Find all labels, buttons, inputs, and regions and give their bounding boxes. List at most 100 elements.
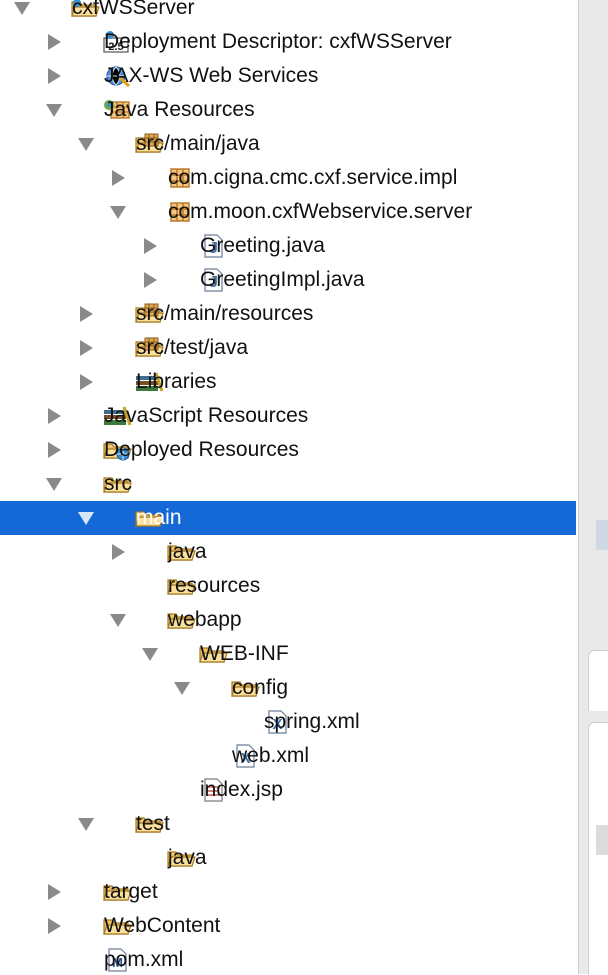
tree-row[interactable]: src xyxy=(0,467,576,501)
expand-arrow-icon[interactable] xyxy=(46,884,62,900)
folder-icon xyxy=(102,880,132,904)
java-resources-icon xyxy=(102,98,132,122)
tree-row[interactable]: com.cigna.cmc.cxf.service.impl xyxy=(0,161,576,195)
folder-open-icon xyxy=(166,846,196,870)
tree-row[interactable]: com.moon.cxfWebservice.server xyxy=(0,195,576,229)
deployment-descriptor-icon: 2.5 xyxy=(102,30,132,54)
tree-row-label: Libraries xyxy=(136,370,217,393)
collapse-arrow-icon[interactable] xyxy=(174,680,190,696)
expand-arrow-icon[interactable] xyxy=(142,272,158,288)
expand-arrow-icon[interactable] xyxy=(110,544,126,560)
tree-row[interactable]: main xyxy=(0,501,576,535)
expand-arrow-icon[interactable] xyxy=(78,306,94,322)
tree-row-label: target xyxy=(104,880,158,903)
tree-row-label: cxfWSServer xyxy=(72,0,195,19)
collapse-arrow-icon[interactable] xyxy=(14,0,30,16)
collapse-arrow-icon[interactable] xyxy=(78,816,94,832)
libraries-icon xyxy=(134,370,164,394)
jsp-file-icon xyxy=(198,778,228,802)
tree-row[interactable]: Java Resources xyxy=(0,93,576,127)
javascript-resources-icon xyxy=(102,404,132,428)
tree-row-label: src/main/resources xyxy=(136,302,314,325)
svg-text:X: X xyxy=(272,716,282,733)
tree-row[interactable]: WEB-INF xyxy=(0,637,576,671)
source-folder-icon xyxy=(134,302,164,326)
tree-row[interactable]: config xyxy=(0,671,576,705)
svg-text:J: J xyxy=(209,274,218,291)
tree-row[interactable]: java xyxy=(0,535,576,569)
tree-row[interactable]: index.jsp xyxy=(0,773,576,807)
tree-row[interactable]: Deployed Resources xyxy=(0,433,576,467)
svg-text:M: M xyxy=(112,955,123,970)
maven-pom-icon: M xyxy=(102,948,132,972)
svg-text:X: X xyxy=(240,750,250,767)
tree-row[interactable]: webapp xyxy=(0,603,576,637)
tree-row-label: main xyxy=(136,506,182,529)
package-icon xyxy=(166,200,196,224)
right-panel-strip xyxy=(596,520,608,550)
expand-arrow-icon[interactable] xyxy=(78,374,94,390)
expand-arrow-icon[interactable] xyxy=(46,34,62,50)
collapse-arrow-icon[interactable] xyxy=(46,476,62,492)
project-icon xyxy=(70,0,100,20)
tree-row-label: resources xyxy=(168,574,261,597)
collapse-arrow-icon[interactable] xyxy=(78,136,94,152)
right-panel-box xyxy=(588,650,608,711)
tree-row-label: Deployment Descriptor: cxfWSServer xyxy=(104,30,452,53)
folder-icon xyxy=(102,914,132,938)
tree-row[interactable]: JAX-WS Web Services xyxy=(0,59,576,93)
tree-row[interactable]: resources xyxy=(0,569,576,603)
collapse-arrow-icon[interactable] xyxy=(110,204,126,220)
tree-row-label: JavaScript Resources xyxy=(104,404,309,427)
tree-row-label: src/test/java xyxy=(136,336,249,359)
tree-row-label: com.cigna.cmc.cxf.service.impl xyxy=(168,166,458,189)
collapse-arrow-icon[interactable] xyxy=(78,510,94,526)
tree-row[interactable]: Libraries xyxy=(0,365,576,399)
folder-open-icon xyxy=(166,608,196,632)
tree-row[interactable]: java xyxy=(0,841,576,875)
expand-arrow-icon[interactable] xyxy=(110,170,126,186)
source-folder-icon xyxy=(134,132,164,156)
expand-arrow-icon[interactable] xyxy=(142,238,158,254)
tree-row-label: JAX-WS Web Services xyxy=(104,64,319,87)
tree-row[interactable]: test xyxy=(0,807,576,841)
java-file-icon: J xyxy=(198,268,228,292)
folder-open-icon xyxy=(166,574,196,598)
tree-row[interactable]: src/test/java xyxy=(0,331,576,365)
expand-arrow-icon[interactable] xyxy=(46,408,62,424)
tree-row-label: config xyxy=(232,676,289,699)
tree-row-label: java xyxy=(168,540,207,563)
tree-row-label: webapp xyxy=(168,608,242,631)
expand-arrow-icon[interactable] xyxy=(46,68,62,84)
collapse-arrow-icon[interactable] xyxy=(46,102,62,118)
xml-file-icon: X xyxy=(230,744,260,768)
source-folder-icon xyxy=(134,336,164,360)
tree-row-label: src xyxy=(104,472,132,495)
expand-arrow-icon[interactable] xyxy=(78,340,94,356)
tree-row-label: web.xml xyxy=(232,744,310,767)
tree-row-label: com.moon.cxfWebservice.server xyxy=(168,200,473,223)
tree-row[interactable]: target xyxy=(0,875,576,909)
collapse-arrow-icon[interactable] xyxy=(142,646,158,662)
expand-arrow-icon[interactable] xyxy=(46,918,62,934)
java-file-icon: J xyxy=(198,234,228,258)
tree-row[interactable]: cxfWSServer xyxy=(0,0,576,25)
tree-row[interactable]: WebContent xyxy=(0,909,576,943)
folder-open-icon xyxy=(198,642,228,666)
tree-row[interactable]: src/main/resources xyxy=(0,297,576,331)
folder-open-icon xyxy=(102,472,132,496)
tree-row[interactable]: src/main/java xyxy=(0,127,576,161)
tree-row-label: Java Resources xyxy=(104,98,255,121)
collapse-arrow-icon[interactable] xyxy=(110,612,126,628)
expand-arrow-icon[interactable] xyxy=(46,442,62,458)
tree-row[interactable]: JavaScript Resources xyxy=(0,399,576,433)
folder-open-icon xyxy=(230,676,260,700)
svg-text:J: J xyxy=(209,240,218,257)
